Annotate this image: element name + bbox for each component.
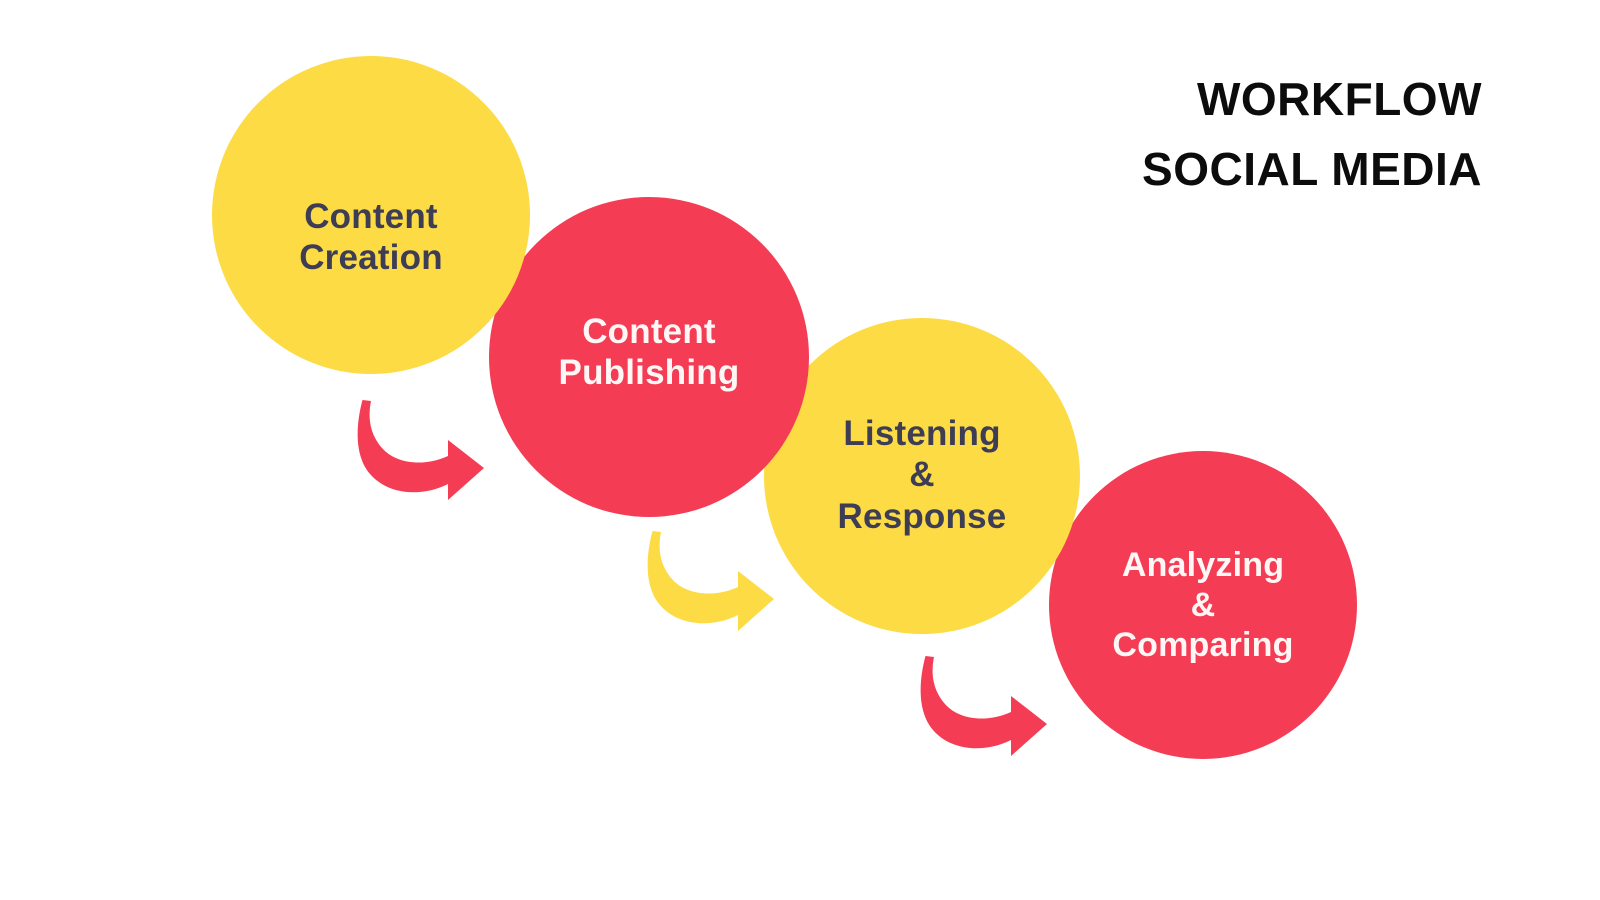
step-label-listening-response: Listening & Response	[837, 414, 1007, 536]
step-label-content-creation: Content Creation	[299, 196, 443, 277]
step-label-content-publishing: Content Publishing	[558, 311, 740, 392]
step-circle-content-publishing[interactable]: Content Publishing	[489, 197, 809, 517]
diagram-title: WORKFLOW SOCIAL MEDIA	[1142, 76, 1482, 192]
step-circle-listening-response[interactable]: Listening & Response	[764, 318, 1080, 634]
title-line-social-media: SOCIAL MEDIA	[1142, 143, 1482, 195]
curved-arrow-icon-2	[647, 531, 774, 631]
step-label-analyzing-comparing: Analyzing & Comparing	[1112, 545, 1294, 665]
arrow-2-path	[647, 531, 774, 631]
arrow-3-path	[920, 656, 1047, 756]
step-circle-analyzing-comparing[interactable]: Analyzing & Comparing	[1049, 451, 1357, 759]
curved-arrow-icon-3	[920, 656, 1047, 756]
arrow-1-path	[357, 400, 484, 500]
curved-arrow-icon-1	[357, 400, 484, 500]
title-line-workflow: WORKFLOW	[1196, 73, 1482, 125]
step-circle-content-creation[interactable]: Content Creation	[212, 56, 530, 374]
